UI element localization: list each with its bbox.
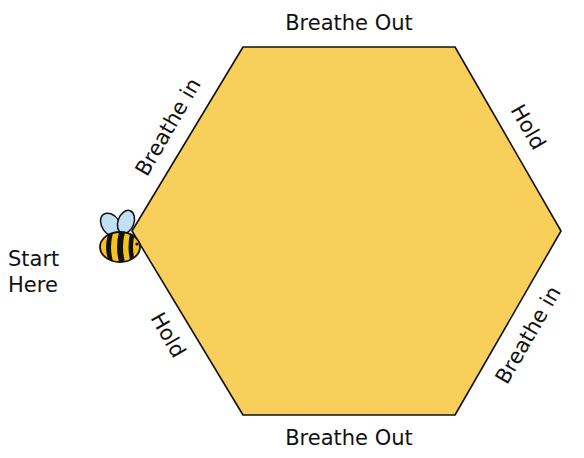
edge-label: Breathe Out <box>285 425 413 451</box>
edge-label: Breathe Out <box>285 10 413 36</box>
start-label: Start Here <box>8 246 80 299</box>
bee-icon <box>96 208 140 262</box>
